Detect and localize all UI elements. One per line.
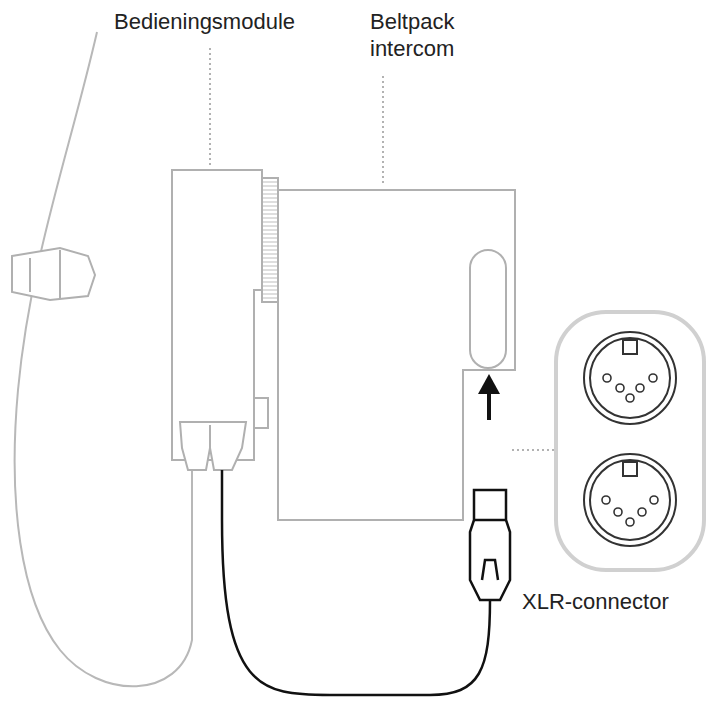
- leader-line: [512, 449, 554, 451]
- xlr-plug: [470, 490, 510, 600]
- xlr-pin: [638, 508, 646, 516]
- xlr-pin: [650, 496, 658, 504]
- xlr-pin: [603, 374, 611, 382]
- xlr-pin: [616, 384, 624, 392]
- insert-arrow: [478, 374, 500, 420]
- xlr-pin: [649, 374, 657, 382]
- xlr-pin: [636, 384, 644, 392]
- headset-cable: [15, 32, 192, 686]
- beltpack-body: [278, 190, 515, 520]
- part-label: Bedieningsmodule: [112, 8, 297, 35]
- xlr-pin: [614, 508, 622, 516]
- part-label: XLR-connector: [520, 588, 671, 615]
- xlr-pin: [626, 394, 634, 402]
- xlr-pin: [602, 496, 610, 504]
- part-label: Beltpack intercom: [368, 8, 492, 62]
- xlr-detail: [556, 312, 704, 570]
- xlr-cable: [222, 470, 490, 695]
- control-module: [172, 170, 278, 470]
- xlr-pin: [626, 518, 634, 526]
- leader-line: [209, 48, 211, 166]
- leader-line: [382, 76, 384, 186]
- cable-clip: [12, 248, 95, 300]
